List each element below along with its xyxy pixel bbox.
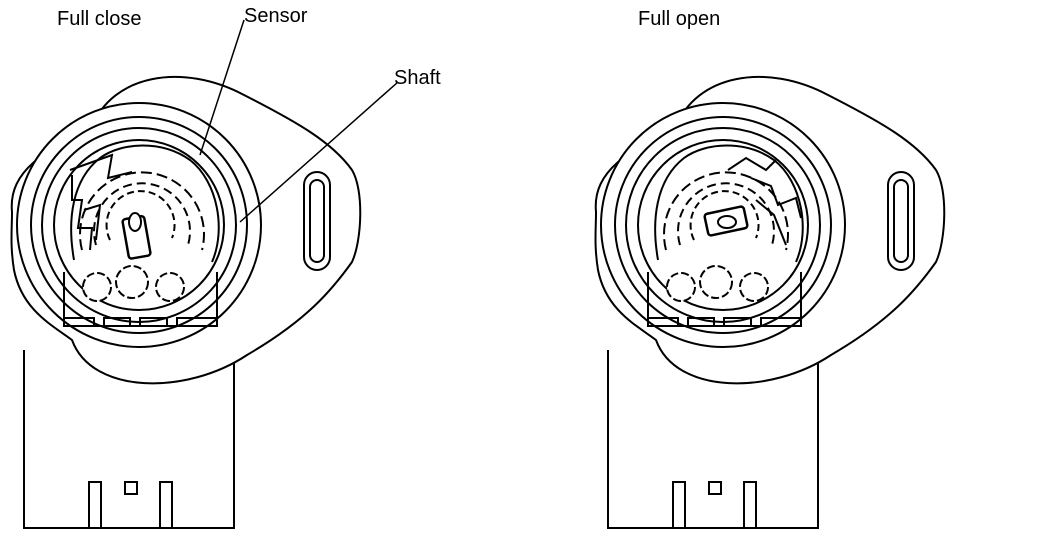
sensor-callout-label: Sensor	[244, 5, 308, 27]
full-open-label: Full open	[638, 8, 720, 30]
full-close-label: Full close	[57, 8, 141, 30]
shaft-leader-line	[239, 81, 399, 223]
sensor-full-open	[594, 75, 946, 529]
shaft-callout-label: Shaft	[394, 67, 441, 89]
sensor-leader-line	[199, 19, 245, 156]
sensor-full-close	[10, 75, 362, 529]
